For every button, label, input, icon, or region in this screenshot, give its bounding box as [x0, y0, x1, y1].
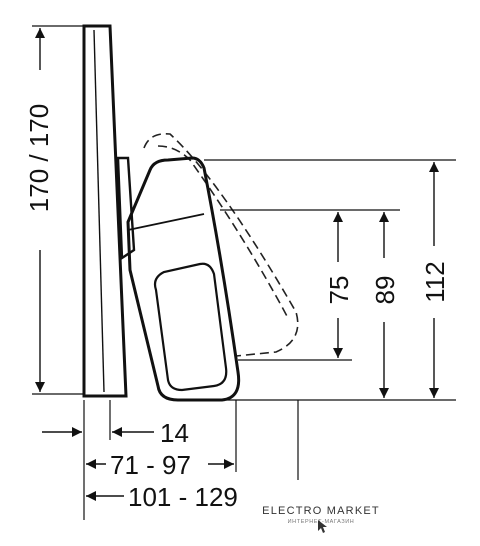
dim-label-101-129: 101 - 129 [128, 482, 238, 512]
dim-height-75: 75 [324, 212, 354, 358]
mount-collar [116, 156, 136, 261]
dim-plate-height: 170 / 170 [24, 25, 84, 395]
lever-body [126, 156, 241, 402]
watermark-logo: ELECTRO MARKET ИНТЕРНЕТ-МАГАЗИН [262, 496, 380, 536]
dim-depth-14: 14 [42, 418, 189, 448]
watermark-title: ELECTRO MARKET [262, 505, 380, 517]
dim-label-14: 14 [160, 418, 189, 448]
dim-label-plate-height: 170 / 170 [24, 104, 54, 212]
dim-depth-101-129: 101 - 129 [86, 482, 238, 512]
dim-label-89: 89 [370, 276, 400, 305]
dim-height-112: 112 [420, 162, 450, 398]
wall-plate [82, 24, 128, 398]
dim-label-71-97: 71 - 97 [110, 450, 191, 480]
dim-height-89: 89 [370, 212, 400, 398]
watermark-subtitle: ИНТЕРНЕТ-МАГАЗИН [288, 519, 355, 525]
dim-label-112: 112 [420, 261, 450, 302]
cursor-icon [318, 520, 327, 533]
dim-depth-71-97: 71 - 97 [86, 450, 234, 480]
dim-label-75: 75 [324, 276, 354, 305]
extension-lines [83, 159, 456, 520]
